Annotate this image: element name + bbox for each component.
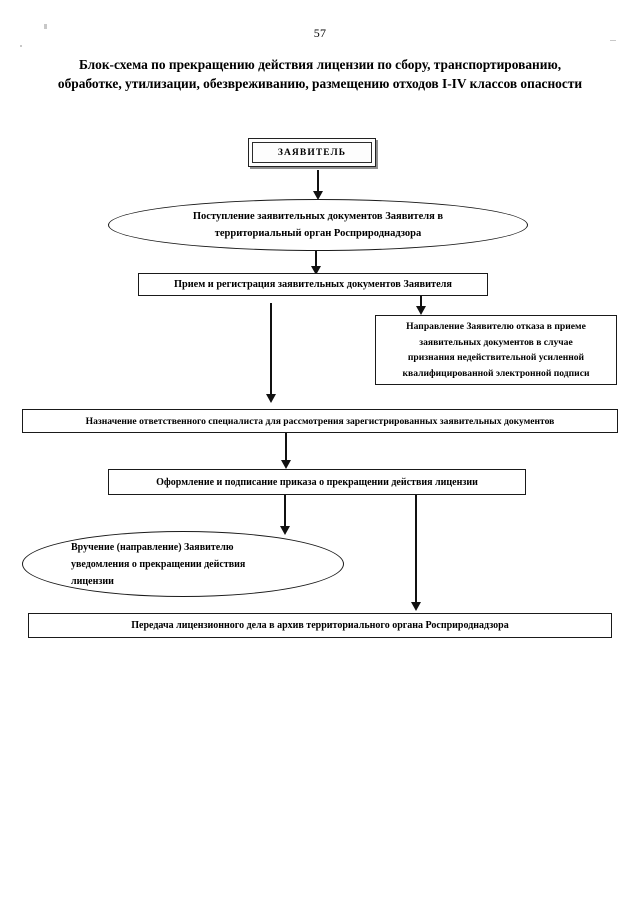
arrow-registration-to-assignment (261, 303, 281, 403)
node-assignment-label: Назначение ответственного специалиста дл… (85, 415, 555, 427)
node-assignment: Назначение ответственного специалиста дл… (22, 409, 618, 433)
arrow-applicant-to-submission (308, 170, 328, 200)
node-submission: Поступление заявительных документов Заяв… (108, 199, 528, 251)
node-refusal: Направление Заявителю отказа в приеме за… (375, 315, 617, 385)
arrow-registration-to-refusal (411, 296, 431, 315)
node-registration-label: Прием и регистрация заявительных докумен… (173, 279, 453, 290)
arrow-submission-to-registration (306, 251, 326, 275)
node-refusal-line4: квалифицированной электронной подписи (402, 367, 590, 379)
arrow-order-to-archive (406, 495, 426, 611)
node-archive: Передача лицензионного дела в архив терр… (28, 613, 612, 638)
node-registration: Прием и регистрация заявительных докумен… (138, 273, 488, 296)
arrow-assignment-to-order (276, 433, 296, 469)
node-submission-line2: территориальный орган Росприроднадзора (214, 228, 422, 239)
node-archive-label: Передача лицензионного дела в архив терр… (131, 620, 509, 631)
node-notification-line3: лицензии (71, 575, 114, 587)
scan-artifact (20, 45, 22, 47)
arrow-order-to-notification (275, 495, 295, 535)
page-number: 57 (313, 26, 327, 40)
node-order: Оформление и подписание приказа о прекра… (108, 469, 526, 495)
node-notification-line1: Вручение (направление) Заявителю (71, 541, 234, 553)
node-applicant-label: ЗАЯВИТЕЛЬ (277, 147, 347, 158)
node-refusal-line2: заявительных документов в случае (419, 336, 573, 348)
node-applicant-frame: ЗАЯВИТЕЛЬ (252, 142, 372, 163)
node-refusal-line1: Направление Заявителю отказа в приеме (406, 321, 586, 332)
node-order-label: Оформление и подписание приказа о прекра… (156, 476, 478, 488)
node-submission-line1: Поступление заявительных документов Заяв… (192, 211, 444, 222)
node-notification-line2: уведомления о прекращении действия (71, 558, 246, 570)
node-notification: Вручение (направление) Заявителю уведомл… (22, 531, 344, 597)
scan-artifact (44, 24, 47, 29)
node-applicant: ЗАЯВИТЕЛЬ (248, 138, 376, 167)
scan-artifact (610, 40, 616, 41)
node-refusal-line3: признания недействительной усиленной (407, 352, 585, 363)
page-title: Блок-схема по прекращению действия лицен… (57, 57, 583, 91)
